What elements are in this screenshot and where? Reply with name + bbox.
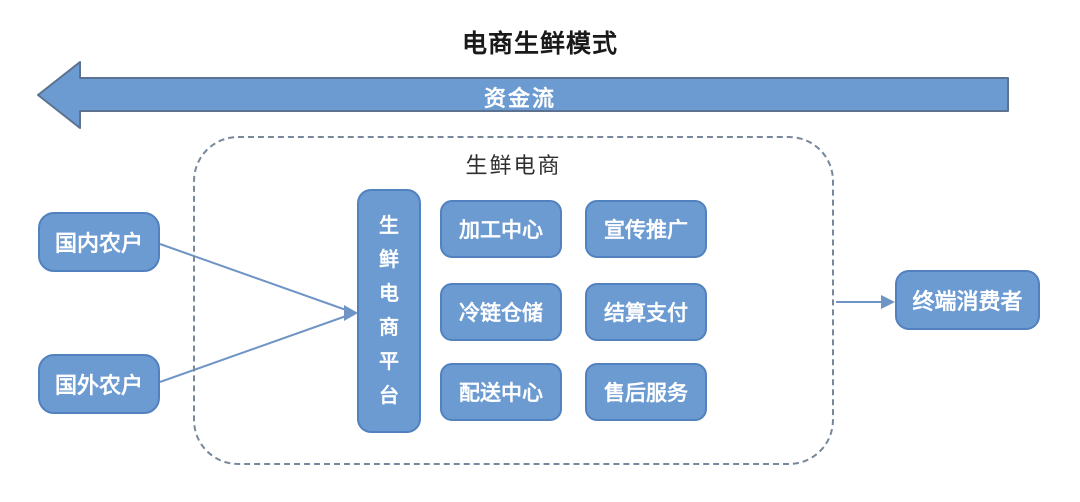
capital-flow-label: 资金流 bbox=[483, 86, 556, 111]
service-box-cold-chain-storage: 冷链仓储 bbox=[440, 283, 562, 341]
service-box-label: 结算支付 bbox=[604, 302, 688, 325]
fresh-ecommerce-container: 生鲜电商 生鲜电商平台 加工中心 宣传推广 冷链仓储 结算支付 配送中心 售后服… bbox=[193, 136, 834, 465]
supplier-box-label: 国外农户 bbox=[54, 373, 143, 398]
consumer-box-end-consumer: 终端消费者 bbox=[895, 270, 1040, 330]
service-box-distribution-center: 配送中心 bbox=[440, 363, 562, 421]
platform-box-label: 生鲜电商平台 bbox=[379, 215, 399, 407]
fresh-ecommerce-container-label: 生鲜电商 bbox=[465, 153, 562, 178]
service-box-settlement-payment: 结算支付 bbox=[585, 283, 707, 341]
service-box-promotion: 宣传推广 bbox=[585, 200, 707, 258]
service-box-label: 加工中心 bbox=[459, 219, 543, 242]
service-box-processing-center: 加工中心 bbox=[440, 200, 562, 258]
diagram-title: 电商生鲜模式 bbox=[461, 30, 618, 58]
supplier-box-domestic-farmers: 国内农户 bbox=[38, 212, 160, 272]
service-box-after-sales-service: 售后服务 bbox=[585, 363, 707, 421]
arrowhead-into-consumer-icon bbox=[881, 295, 895, 309]
supplier-box-foreign-farmers: 国外农户 bbox=[38, 354, 160, 414]
service-box-label: 宣传推广 bbox=[604, 219, 688, 242]
service-box-label: 售后服务 bbox=[604, 382, 688, 405]
consumer-box-label: 终端消费者 bbox=[912, 289, 1023, 314]
service-box-label: 冷链仓储 bbox=[459, 302, 543, 325]
service-box-label: 配送中心 bbox=[459, 382, 543, 405]
supplier-box-label: 国内农户 bbox=[54, 231, 143, 256]
platform-box: 生鲜电商平台 bbox=[357, 189, 421, 433]
